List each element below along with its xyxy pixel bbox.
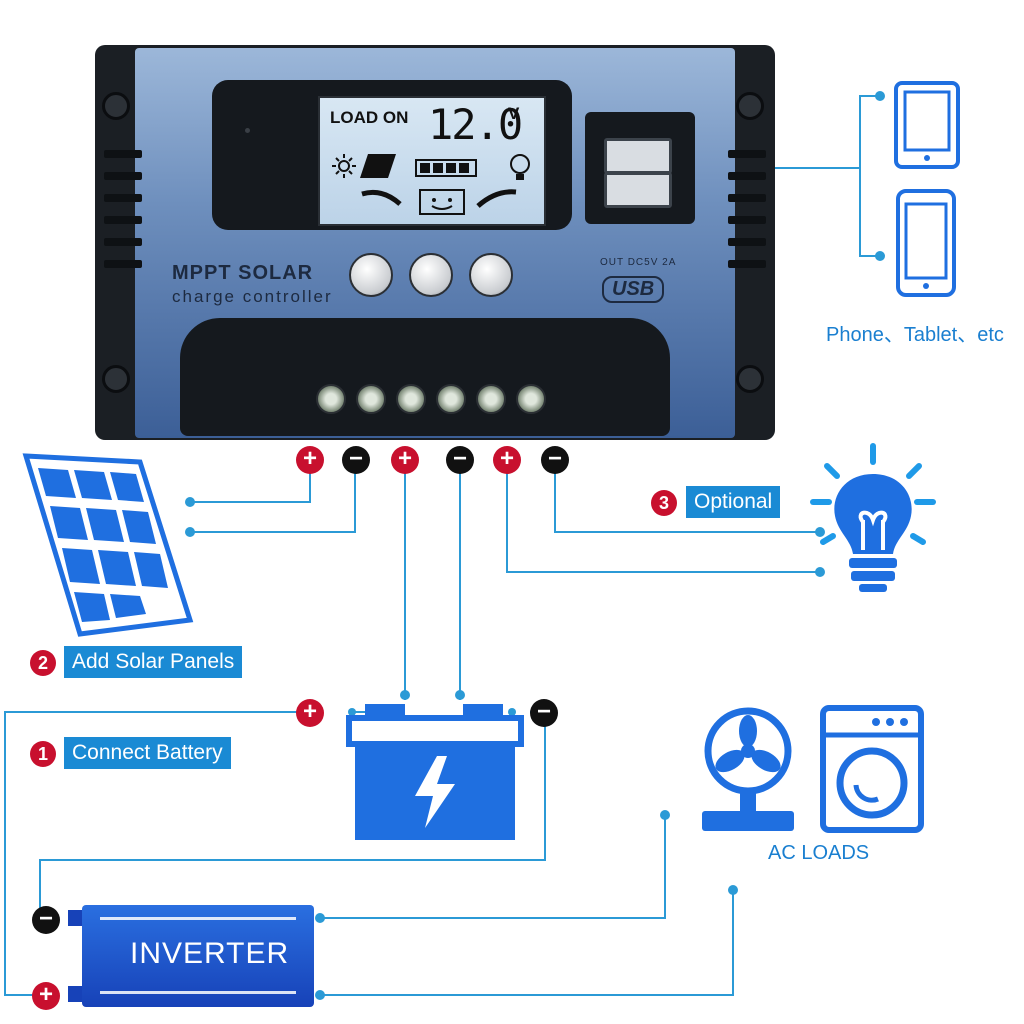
lcd-arrow-in-icon: [361, 189, 402, 206]
usb-spec-label: OUT DC5V 2A: [600, 257, 677, 268]
terminal-load-negative[interactable]: [516, 384, 546, 414]
battery-plus-marker: +: [391, 446, 419, 474]
lcd-mode-text: LOAD ON: [330, 108, 409, 127]
step-3-number: 3: [651, 490, 677, 516]
ac-loads-label: AC LOADS: [768, 842, 870, 864]
step-1-number: 1: [30, 741, 56, 767]
lcd-bulb-icon: [510, 154, 530, 180]
lcd-arrow-out-icon: [476, 189, 517, 208]
inverter-terminal-bottom: [68, 986, 82, 1002]
lcd-voltage-readout: 12.0: [428, 100, 523, 149]
load-plus-marker: +: [493, 446, 521, 474]
mount-hole-top-left: [102, 92, 130, 120]
terminal-solar-negative[interactable]: [356, 384, 386, 414]
lcd-battery-bars-icon: [415, 159, 477, 177]
solar-minus-marker: −: [342, 446, 370, 474]
tablet-icon: [894, 81, 960, 169]
step-1-label: Connect Battery: [64, 737, 231, 769]
battery-minus-marker: −: [446, 446, 474, 474]
battery-inverter-plus-marker: +: [296, 699, 324, 727]
step-3-label: Optional: [686, 486, 781, 518]
lcd-sun-icon: [332, 154, 356, 178]
status-led: [245, 128, 250, 133]
menu-button[interactable]: [349, 253, 393, 297]
lcd-panel-icon: [360, 154, 396, 178]
battery-icon: [346, 704, 524, 840]
inverter-terminal-top: [68, 910, 82, 926]
usb-logo: USB: [602, 276, 665, 303]
load-negative-wire: [554, 470, 820, 533]
brand-subtitle: charge controller: [172, 287, 333, 306]
step-2-label: Add Solar Panels: [64, 646, 243, 678]
usb-wire-phone: [859, 168, 880, 257]
brand-title: MPPT SOLAR: [172, 262, 314, 284]
light-bulb-icon: [810, 443, 936, 592]
load-minus-marker: −: [541, 446, 569, 474]
inverter-box: INVERTER: [82, 905, 314, 1007]
right-vents: [728, 150, 766, 268]
load-positive-wire: [506, 470, 820, 573]
battery-inverter-minus-marker: −: [530, 699, 558, 727]
fan-icon: [702, 707, 794, 831]
inverter-plus-marker: +: [32, 982, 60, 1010]
terminal-battery-negative[interactable]: [436, 384, 466, 414]
left-vents: [104, 150, 142, 268]
mount-hole-bottom-left: [102, 365, 130, 393]
inverter-positive-wire: [4, 711, 310, 996]
usb-wire-tablet: [695, 95, 880, 169]
terminal-block: [180, 318, 670, 436]
ac-wire-2: [320, 890, 734, 996]
mount-hole-top-right: [736, 92, 764, 120]
solar-negative-wire: [190, 470, 356, 533]
devices-label: Phone、Tablet、etc: [826, 324, 1004, 346]
lcd-battery-face-icon: [419, 189, 465, 215]
terminal-solar-positive[interactable]: [316, 384, 346, 414]
inverter-label: INVERTER: [130, 937, 290, 970]
lcd-status-icons: [332, 154, 530, 215]
terminal-load-positive[interactable]: [476, 384, 506, 414]
lcd-voltage-unit: V: [508, 104, 520, 123]
up-button[interactable]: [409, 253, 453, 297]
mount-hole-bottom-right: [736, 365, 764, 393]
lcd-screen: LOAD ON 12.0 V: [318, 96, 546, 226]
usb-port-1[interactable]: [604, 138, 672, 174]
terminal-battery-positive[interactable]: [396, 384, 426, 414]
ac-wire-1: [320, 815, 666, 919]
usb-port-2[interactable]: [604, 172, 672, 208]
washing-machine-icon: [820, 705, 924, 833]
inverter-minus-marker: −: [32, 906, 60, 934]
phone-icon: [896, 189, 956, 297]
solar-panel-icon: [22, 453, 194, 637]
step-2-number: 2: [30, 650, 56, 676]
down-button[interactable]: [469, 253, 513, 297]
solar-plus-marker: +: [296, 446, 324, 474]
solar-positive-wire: [190, 470, 311, 503]
